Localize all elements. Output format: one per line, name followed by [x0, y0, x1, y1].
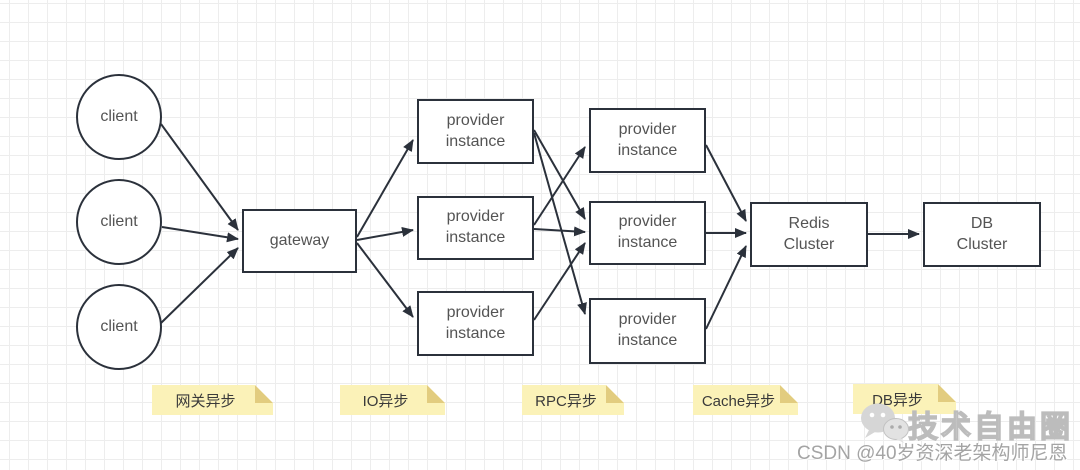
watermark-credit: CSDN @40岁资深老架构师尼恩 [797, 443, 1068, 464]
edge-p1b-p2a [533, 146, 586, 226]
edge-p2a-redis [705, 144, 747, 222]
note-io-async: IO异步 [340, 385, 445, 415]
client-node-3: client [76, 284, 162, 370]
edge-gateway-provider2 [356, 227, 414, 241]
edge-p1a-p2b [533, 129, 586, 220]
edge-p2c-redis [705, 245, 747, 330]
edge-client1-gateway [160, 123, 239, 231]
provider-instance-2a: provider instance [589, 108, 706, 173]
db-cluster-node: DB Cluster [923, 202, 1041, 267]
redis-cluster-node: Redis Cluster [750, 202, 868, 267]
wechat-icon [861, 403, 909, 443]
note-rpc-async: RPC异步 [522, 385, 624, 415]
edge-gateway-provider3 [356, 242, 414, 318]
provider-instance-1b: provider instance [417, 196, 534, 260]
edge-p1b-p2b [533, 226, 586, 237]
client-node-2: client [76, 179, 162, 265]
edge-client3-gateway [160, 247, 239, 324]
provider-instance-1a: provider instance [417, 99, 534, 164]
provider-instance-1c: provider instance [417, 291, 534, 356]
edge-gateway-provider1 [356, 139, 414, 238]
provider-instance-2b: provider instance [589, 201, 706, 265]
provider-instance-2c: provider instance [589, 298, 706, 364]
note-cache-async: Cache异步 [693, 385, 798, 415]
watermark-brand: 技术自由圈 [907, 410, 1073, 444]
client-node-1: client [76, 74, 162, 160]
edge-p1c-p2b [533, 242, 586, 321]
gateway-node: gateway [242, 209, 357, 273]
note-gateway-async: 网关异步 [152, 385, 273, 415]
edge-p1a-p2c [533, 132, 587, 315]
edge-client2-gateway [161, 226, 239, 243]
